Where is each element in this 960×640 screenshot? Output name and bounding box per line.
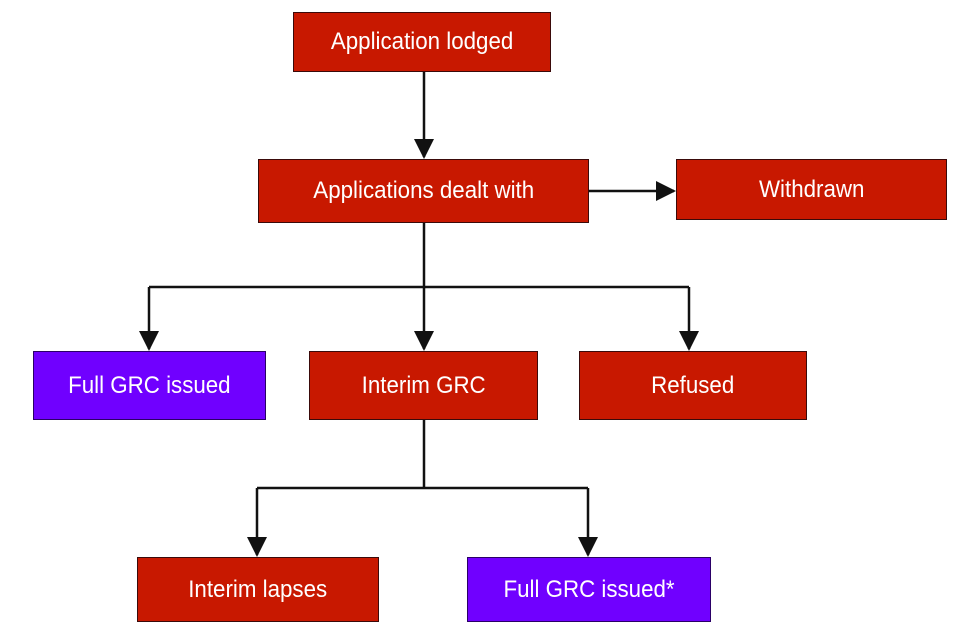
node-application-lodged-label: Application lodged: [330, 28, 514, 55]
node-full-grc-issued-star-label: Full GRC issued*: [503, 575, 675, 603]
node-application-lodged: Application lodged: [293, 12, 551, 72]
node-full-grc-issued: Full GRC issued: [33, 351, 266, 420]
node-applications-dealt-with: Applications dealt with: [258, 159, 589, 223]
node-interim-grc-label: Interim GRC: [361, 371, 486, 399]
node-withdrawn: Withdrawn: [676, 159, 947, 220]
node-refused: Refused: [579, 351, 807, 420]
node-full-grc-issued-star: Full GRC issued*: [467, 557, 711, 622]
node-interim-lapses-label: Interim lapses: [188, 575, 328, 603]
node-refused-label: Refused: [651, 371, 735, 399]
node-interim-grc: Interim GRC: [309, 351, 538, 420]
node-applications-dealt-with-label: Applications dealt with: [313, 177, 534, 204]
node-full-grc-issued-label: Full GRC issued: [68, 371, 231, 399]
node-withdrawn-label: Withdrawn: [758, 175, 865, 203]
node-interim-lapses: Interim lapses: [137, 557, 379, 622]
